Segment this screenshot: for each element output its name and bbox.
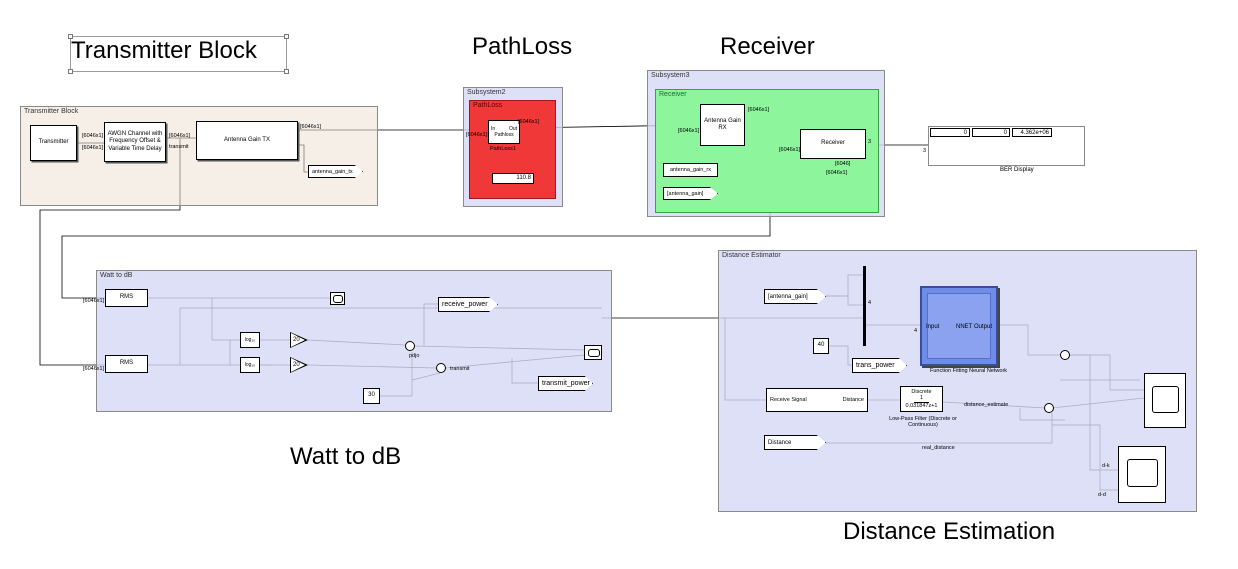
- dimension-label: [6046x1]: [748, 107, 770, 113]
- scope-block-large[interactable]: [1144, 373, 1186, 428]
- log10-block-2[interactable]: log₁₀: [240, 357, 260, 373]
- constant-40-block[interactable]: 40: [813, 338, 829, 354]
- nnet-label: Function Fitting Neural Network: [930, 368, 1008, 374]
- antenna-gain-rx-from[interactable]: antenna_gain_rx: [663, 163, 718, 177]
- trans-power-goto[interactable]: trans_power: [852, 358, 907, 373]
- ber-value-1: 0: [930, 128, 970, 137]
- port-label: 3: [868, 139, 872, 145]
- port-label: 4: [868, 300, 872, 306]
- signal-label-real-distance: real_distance: [922, 445, 955, 451]
- port-label: 4: [914, 328, 918, 334]
- dimension-label: [6046x1]: [82, 133, 104, 139]
- antenna-gain-tx-block[interactable]: Antenna Gain TX: [196, 121, 298, 160]
- dimension-label: [6046x1]: [169, 133, 191, 139]
- pathloss-in-port: In: [491, 126, 496, 132]
- signal-label-dk: d-k: [1102, 463, 1110, 469]
- distance-from[interactable]: Distance: [764, 435, 826, 450]
- filter-label: Low-Pass Filter (Discrete or Continuous): [889, 416, 957, 428]
- transmitter-block-label: Transmitter Block: [71, 37, 257, 64]
- signal-label-transmit: transmit: [450, 366, 470, 372]
- scope-block[interactable]: [330, 292, 345, 305]
- dimension-label: [6046x1]: [826, 170, 848, 176]
- watt-to-db-subsystem[interactable]: Watt to dB: [96, 270, 612, 412]
- subsystem-title: Subsystem2: [467, 89, 506, 96]
- log10-block-1[interactable]: log₁₀: [240, 332, 260, 348]
- signal-label-pdb: pdjo: [409, 353, 420, 359]
- transmitter-block[interactable]: Transmitter: [30, 125, 77, 161]
- port-label: [6046]: [835, 161, 851, 167]
- receive-power-goto[interactable]: receive_power: [438, 297, 498, 312]
- resize-handle[interactable]: [284, 69, 289, 74]
- pathloss-block-label: Pathloss: [494, 132, 514, 138]
- nnet-name: NNET: [956, 324, 973, 330]
- nnet-input-port: Input: [926, 324, 940, 330]
- subsystem-title: Receiver: [659, 91, 687, 98]
- pathloss-block-name: PathLoss1: [490, 146, 516, 152]
- receiver-label: Receiver: [720, 33, 815, 60]
- antenna-gain-from[interactable]: [antenna_gain]: [764, 289, 826, 304]
- pathloss-block[interactable]: In Out Pathloss: [488, 120, 520, 144]
- antenna-gain-rx-block[interactable]: Antenna Gain RX: [700, 104, 745, 146]
- ber-value-2: 0: [972, 128, 1010, 137]
- resize-handle[interactable]: [284, 34, 289, 39]
- sum-block-4[interactable]: [1044, 403, 1054, 413]
- antenna-gain-goto[interactable]: [antenna_gain]: [663, 187, 718, 200]
- low-pass-filter-block[interactable]: Discrete 1 0.031847z+1: [900, 386, 943, 412]
- dimension-label: [6046x1]: [82, 145, 104, 151]
- scope-block-large[interactable]: [1118, 446, 1166, 503]
- transmitter-label-box[interactable]: [68, 34, 289, 74]
- resize-handle[interactable]: [68, 34, 73, 39]
- receiver-block[interactable]: Receiver: [800, 129, 866, 159]
- subsystem-title: Watt to dB: [100, 272, 133, 279]
- filter-numerator: 1: [913, 395, 930, 403]
- transmit-power-goto[interactable]: transmit_power: [538, 376, 593, 391]
- dimension-label: [6046x1]: [678, 128, 700, 134]
- sum-block-2[interactable]: [436, 363, 446, 373]
- signal-label-transmit: transmit: [169, 144, 189, 150]
- pathloss-display[interactable]: 110.8: [492, 173, 534, 184]
- receive-signal-port: Receive Signal: [770, 396, 807, 403]
- subsystem-title: Transmitter Block: [24, 108, 79, 115]
- ber-value-3: 4.362e+06: [1012, 128, 1052, 137]
- rms-block-1[interactable]: RMS: [105, 289, 148, 307]
- port-label: 3: [923, 148, 927, 154]
- subsystem-title: Subsystem3: [651, 72, 690, 79]
- constant-30-block[interactable]: 30: [363, 388, 380, 404]
- resize-handle[interactable]: [68, 69, 73, 74]
- dimension-label: [6046x1]: [83, 366, 105, 372]
- dimension-label: [6046x1]: [83, 298, 105, 304]
- pathloss-label: PathLoss: [472, 33, 573, 60]
- pathloss-out-port: Out: [508, 126, 517, 132]
- subsystem-title: Distance Estimator: [722, 252, 781, 259]
- signal-label-dd: d-d: [1098, 492, 1106, 498]
- antenna-gain-tx-goto[interactable]: antenna_gain_tx: [308, 165, 363, 178]
- nnet-block[interactable]: Input NNET Output: [920, 286, 998, 366]
- nnet-inner: [927, 293, 991, 359]
- distance-estimation-label: Distance Estimation: [843, 518, 1056, 545]
- mux-block[interactable]: [863, 266, 866, 346]
- dimension-label: [6046x1]: [518, 119, 540, 125]
- nnet-output-port: Output: [973, 324, 992, 330]
- signal-label-distance-estimate: distance_estimate: [964, 402, 1009, 408]
- sum-block-1[interactable]: [405, 341, 415, 351]
- dimension-label: [6046x1]: [466, 132, 488, 138]
- ber-display-label: BER Display: [1000, 167, 1034, 173]
- rms-block-2[interactable]: RMS: [105, 355, 148, 373]
- watt-to-db-label: Watt to dB: [290, 443, 402, 470]
- distance-calc-block[interactable]: Receive Signal Distance: [766, 388, 868, 412]
- scope-block[interactable]: [584, 345, 602, 360]
- dimension-label: [6046x1]: [779, 147, 801, 153]
- distance-port: Distance: [842, 396, 864, 403]
- awgn-channel-block[interactable]: AWGN Channel with Frequency Offset & Var…: [104, 122, 166, 162]
- filter-type: Discrete: [911, 388, 932, 395]
- subsystem-title: PathLoss: [473, 102, 503, 109]
- filter-denominator: 0.031847z+1: [905, 402, 938, 409]
- sum-block-3[interactable]: [1060, 350, 1070, 360]
- dimension-label: [6046x1]: [300, 124, 322, 130]
